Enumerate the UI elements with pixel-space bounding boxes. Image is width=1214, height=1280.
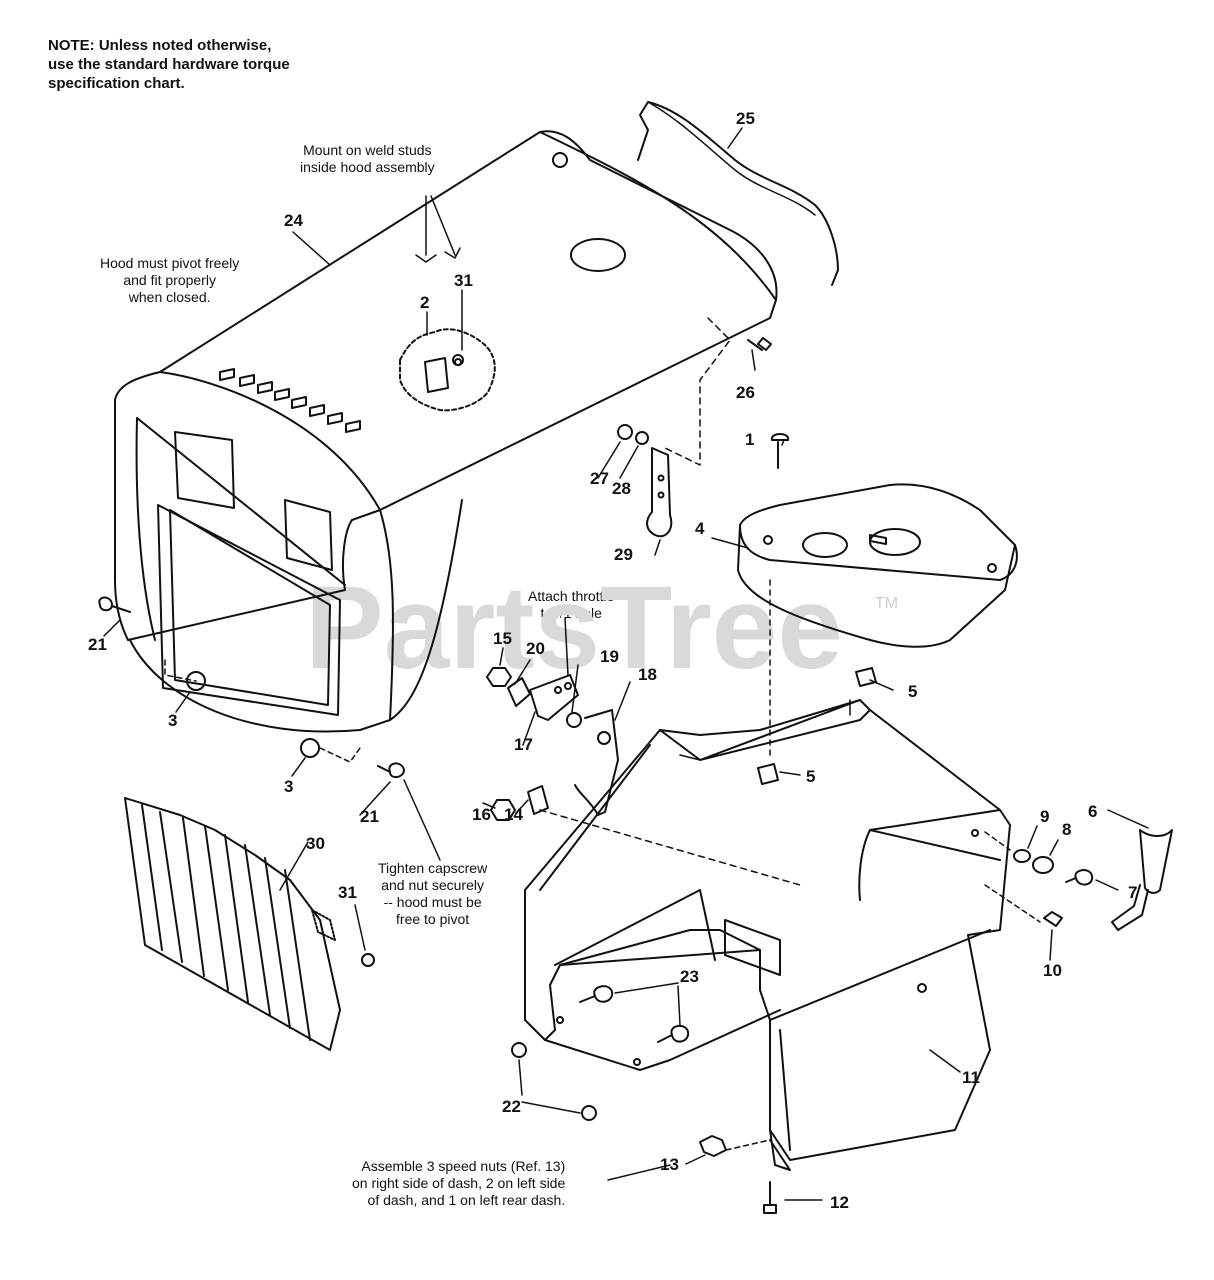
callout-28: 28 (612, 479, 631, 498)
screw-1 (770, 433, 790, 469)
nut-3b (300, 738, 320, 758)
washer-9 (1013, 849, 1031, 863)
callout-23: 23 (680, 967, 699, 986)
capscrew-21b (377, 762, 405, 778)
callout-16: 16 (472, 805, 491, 824)
nut-31 (361, 953, 375, 967)
annotation-line: inside hood assembly (300, 159, 435, 175)
dash-body-11 (524, 699, 1011, 1171)
callout-14: 14 (504, 805, 523, 824)
note-line-2: use the standard hardware torque (48, 56, 290, 73)
annotation-line: Assemble 3 speed nuts (Ref. 13) (361, 1158, 566, 1174)
watermark-tm: TM (875, 595, 898, 612)
annotation-line: of dash, and 1 on left rear dash. (367, 1192, 566, 1208)
annotation-line: when closed. (128, 289, 211, 305)
annotation-hood-pivot: Hood must pivot freely and fit properly … (100, 255, 239, 306)
callout-18: 18 (638, 665, 657, 684)
annotation-line: and nut securely (381, 877, 484, 893)
washer-19 (566, 712, 582, 728)
annotation-line: Hood must pivot freely (100, 255, 240, 271)
annotation-line: Tighten capscrew (378, 860, 488, 876)
callout-17: 17 (514, 735, 533, 754)
hood-assembly (114, 130, 778, 733)
callout-5-bottom: 5 (806, 767, 815, 786)
speed-nut-5b (757, 763, 779, 785)
callout-9: 9 (1040, 807, 1049, 826)
callout-3-left: 3 (168, 711, 177, 730)
annotation-throttle: Attach throttle to #1 hole (528, 588, 614, 622)
nut-31-hood (454, 358, 462, 366)
annotation-line: and fit properly (123, 272, 216, 288)
torque-note: NOTE: Unless noted otherwise, use the st… (48, 36, 290, 93)
callout-7: 7 (1128, 883, 1137, 902)
nut-16 (490, 799, 516, 821)
callout-25: 25 (736, 109, 755, 128)
callout-labels: 24 2 31 25 26 1 27 28 29 4 5 5 6 7 8 9 1… (88, 109, 1137, 1212)
callout-1: 1 (745, 430, 754, 449)
callout-8: 8 (1062, 820, 1071, 839)
washer-28 (635, 431, 649, 445)
callout-11: 11 (962, 1068, 980, 1087)
capscrew-23a (579, 985, 614, 1003)
capscrew-7 (1065, 869, 1094, 886)
annotation-line: Mount on weld studs (303, 142, 432, 158)
callout-3-bottom: 3 (284, 777, 293, 796)
speed-nut-5a (855, 667, 877, 687)
nut-27 (617, 424, 633, 440)
clip-14 (527, 785, 549, 815)
screw-10 (1043, 911, 1063, 927)
nut-22a (511, 1042, 527, 1058)
nut-3a (186, 671, 206, 691)
callout-4: 4 (695, 519, 705, 538)
callout-21-left: 21 (88, 635, 107, 654)
annotation-weld-studs: Mount on weld studs inside hood assembly (300, 142, 435, 176)
callout-31-top: 31 (454, 271, 473, 290)
callout-10: 10 (1043, 961, 1062, 980)
annotation-line: -- hood must be (383, 894, 482, 910)
nut-15 (486, 667, 512, 687)
screw-26 (747, 337, 772, 351)
callout-21-bottom: 21 (360, 807, 379, 826)
capscrew-21a (98, 596, 131, 613)
callout-31-bottom: 31 (338, 883, 357, 902)
callout-22: 22 (502, 1097, 521, 1116)
callout-20: 20 (526, 639, 545, 658)
callout-6: 6 (1088, 802, 1097, 821)
callout-15: 15 (493, 629, 512, 648)
annotation-line: to #1 hole (540, 605, 602, 621)
callout-29: 29 (614, 545, 633, 564)
callout-12: 12 (830, 1193, 849, 1212)
annotation-line: free to pivot (396, 911, 470, 927)
callout-19: 19 (600, 647, 619, 666)
note-line-3: specification chart. (48, 75, 185, 92)
callout-27: 27 (590, 469, 609, 488)
plate-17 (529, 674, 579, 721)
throttle-lever-6 (1139, 829, 1173, 894)
annotation-speed-nuts: Assemble 3 speed nuts (Ref. 13) on right… (352, 1158, 565, 1209)
bracket-18 (574, 709, 619, 816)
callout-5-top: 5 (908, 682, 917, 701)
annotation-line: Attach throttle (528, 588, 615, 604)
note-line-1: NOTE: Unless noted otherwise, (48, 37, 272, 54)
capscrew-23b (657, 1024, 690, 1043)
callout-26: 26 (736, 383, 755, 402)
throttle-link-29 (646, 447, 673, 538)
annotation-capscrew: Tighten capscrew and nut securely -- hoo… (378, 860, 487, 928)
nut-22b (581, 1105, 597, 1121)
screw-12 (763, 1181, 777, 1214)
washer-8 (1032, 856, 1054, 874)
dash-panel (737, 483, 1018, 648)
annotation-line: on right side of dash, 2 on left side (352, 1175, 566, 1191)
callout-24: 24 (284, 211, 303, 230)
hood-handle (637, 101, 839, 286)
heat-shield-30 (124, 797, 341, 1051)
callout-13: 13 (660, 1155, 679, 1174)
watermark-text: PartsTree (305, 562, 843, 694)
callout-30: 30 (306, 834, 325, 853)
speed-nut-13 (699, 1135, 727, 1157)
callout-2: 2 (420, 293, 429, 312)
